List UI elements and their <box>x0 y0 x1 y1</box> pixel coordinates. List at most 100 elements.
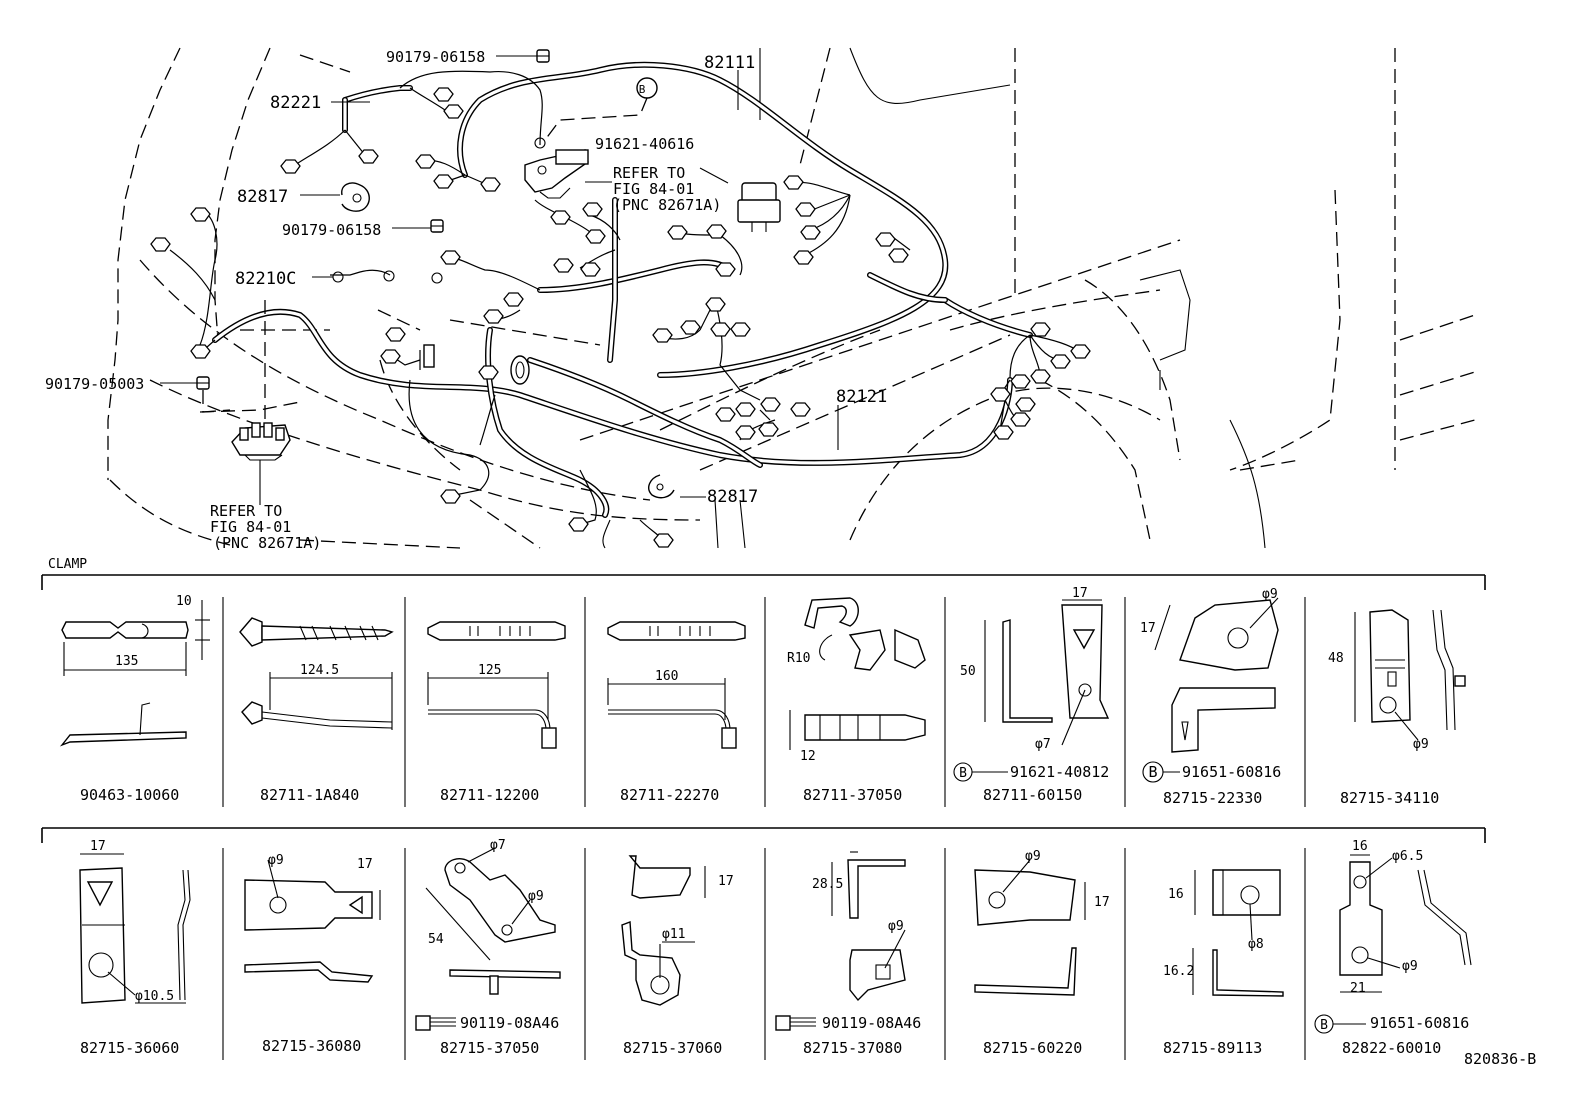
nut-icons <box>196 49 550 390</box>
clamp-82817-bottom <box>648 474 675 499</box>
part-91621-40812: 91621-40812 <box>1010 763 1109 781</box>
main-labels: 90179-06158 82111 82221 B 91621-40616 RE… <box>45 48 887 552</box>
clamp-table: CLAMP <box>41 557 1486 1060</box>
label-82221: 82221 <box>270 93 321 113</box>
dim-124-5: 124.5 <box>300 663 339 678</box>
dim-phi6-5: φ6.5 <box>1392 849 1423 864</box>
refer-top-line2: FIG 84-01 <box>613 180 694 198</box>
dim-16-2: 16.2 <box>1163 964 1194 979</box>
relay-block <box>737 182 781 232</box>
dim-16-a: 16 <box>1168 887 1184 902</box>
junction-connector <box>231 422 291 461</box>
dim-160: 160 <box>655 669 678 684</box>
dim-48: 48 <box>1328 651 1344 666</box>
clamp-82817-top <box>341 182 370 212</box>
clamp-82822-60010: 16 φ6.5 φ9 21 B 91651-60816 82822-60010 <box>1314 839 1472 1057</box>
part-82711-60150: 82711-60150 <box>983 786 1082 804</box>
label-90179-05003: 90179-05003 <box>45 375 144 393</box>
clamp-82711-12200: 125 82711-12200 <box>427 621 566 804</box>
label-82111: 82111 <box>704 53 755 73</box>
clamp-82715-34110: 48 φ9 82715-34110 <box>1328 609 1466 807</box>
dim-phi9-d: φ9 <box>528 889 544 904</box>
dim-17-b: 17 <box>1140 621 1156 636</box>
dim-phi9-e: φ9 <box>888 919 904 934</box>
dim-16-b: 16 <box>1352 839 1368 854</box>
label-82817-top: 82817 <box>237 187 288 207</box>
dim-phi9-c: φ9 <box>268 853 284 868</box>
clamp-82711-1A840: 124.5 82711-1A840 <box>239 617 394 804</box>
b-mark-91651-b: B <box>1320 1018 1328 1033</box>
clamp-82715-36060: 17 φ10.5 82715-36060 <box>79 839 191 1057</box>
label-82121: 82121 <box>836 387 887 407</box>
refer-bot-line1: REFER TO <box>210 502 282 520</box>
part-82715-60220: 82715-60220 <box>983 1039 1082 1057</box>
clamp-82715-89113: 16 φ8 16.2 82715-89113 <box>1163 869 1284 1057</box>
label-91621-40616: 91621-40616 <box>595 135 694 153</box>
part-91651-60816-b: 91651-60816 <box>1370 1014 1469 1032</box>
dim-50: 50 <box>960 664 976 679</box>
part-82715-89113: 82715-89113 <box>1163 1039 1262 1057</box>
b-mark-top: B <box>639 83 646 96</box>
part-82715-34110: 82715-34110 <box>1340 789 1439 807</box>
part-82822-60010: 82822-60010 <box>1342 1039 1441 1057</box>
dim-phi7-b: φ7 <box>490 838 506 853</box>
clamp-82715-60220: φ9 17 82715-60220 <box>974 849 1110 1057</box>
dim-17-a: 17 <box>1072 586 1088 601</box>
part-82711-37050: 82711-37050 <box>803 786 902 804</box>
b-mark-91651-a: B <box>1148 763 1157 781</box>
part-91651-60816-a: 91651-60816 <box>1182 763 1281 781</box>
label-82817-bottom: 82817 <box>707 487 758 507</box>
dim-R10: R10 <box>787 651 810 666</box>
part-82711-12200: 82711-12200 <box>440 786 539 804</box>
dim-phi11: φ11 <box>662 927 685 942</box>
part-82711-1A840: 82711-1A840 <box>260 786 359 804</box>
dim-phi7: φ7 <box>1035 737 1051 752</box>
dim-54: 54 <box>428 932 444 947</box>
dim-17-e: 17 <box>718 874 734 889</box>
part-82715-37060: 82715-37060 <box>623 1039 722 1057</box>
clamp-82715-37050: φ7 φ9 54 90119-08A46 82715-37050 <box>415 838 561 1057</box>
clamp-82715-22330: φ9 17 B 91651-60816 82715-22330 <box>1140 587 1281 807</box>
dim-phi9-f: φ9 <box>1025 849 1041 864</box>
clamp-82715-36080: φ9 17 82715-36080 <box>244 853 381 1055</box>
dim-17-d: 17 <box>357 857 373 872</box>
part-82715-36060: 82715-36060 <box>80 1039 179 1057</box>
dim-phi8: φ8 <box>1248 937 1264 952</box>
part-82715-22330: 82715-22330 <box>1163 789 1262 807</box>
bolt-90119-08A46-a: 90119-08A46 <box>460 1014 559 1032</box>
label-90179-06158-a: 90179-06158 <box>386 48 485 66</box>
clamp-82711-22270: 160 82711-22270 <box>607 621 746 804</box>
dim-125: 125 <box>478 663 501 678</box>
dim-phi9-a: φ9 <box>1262 587 1278 602</box>
leader-lines <box>160 55 839 505</box>
refer-top-line3: (PNC 82671A) <box>613 196 721 214</box>
refer-bot-line3: (PNC 82671A) <box>213 534 321 552</box>
label-82210C: 82210C <box>235 269 296 289</box>
clamp-82711-37050: R10 12 82711-37050 <box>787 597 926 804</box>
part-82715-37080: 82715-37080 <box>803 1039 902 1057</box>
dim-28-5: 28.5 <box>812 877 843 892</box>
dim-21: 21 <box>1350 981 1366 996</box>
bolt-90119-08A46-b: 90119-08A46 <box>822 1014 921 1032</box>
clamp-82715-37080: 28.5 φ9 90119-08A46 82715-37080 <box>775 851 921 1057</box>
clamp-82711-60150: 50 17 φ7 B 91621-40812 82711-60150 <box>953 586 1109 804</box>
dim-12: 12 <box>800 749 816 764</box>
bracket-top <box>524 149 589 199</box>
part-82715-36080: 82715-36080 <box>262 1037 361 1055</box>
refer-bot-line2: FIG 84-01 <box>210 518 291 536</box>
clamp-90463-10060: 10 135 90463-10060 <box>59 594 210 804</box>
label-90179-06158-b: 90179-06158 <box>282 221 381 239</box>
wire-harness <box>212 61 1033 518</box>
part-82711-22270: 82711-22270 <box>620 786 719 804</box>
dim-phi10-5: φ10.5 <box>135 989 174 1004</box>
refer-top-line1: REFER TO <box>613 164 685 182</box>
figure-id: 820836-B <box>1464 1050 1536 1068</box>
dim-17-f: 17 <box>1094 895 1110 910</box>
clamp-82715-37060: 17 φ11 82715-37060 <box>621 855 734 1057</box>
clamp-title: CLAMP <box>48 557 87 572</box>
dim-phi9-b: φ9 <box>1413 737 1429 752</box>
b-mark-91621: B <box>959 766 967 781</box>
dim-10: 10 <box>176 594 192 609</box>
dim-17-c: 17 <box>90 839 106 854</box>
